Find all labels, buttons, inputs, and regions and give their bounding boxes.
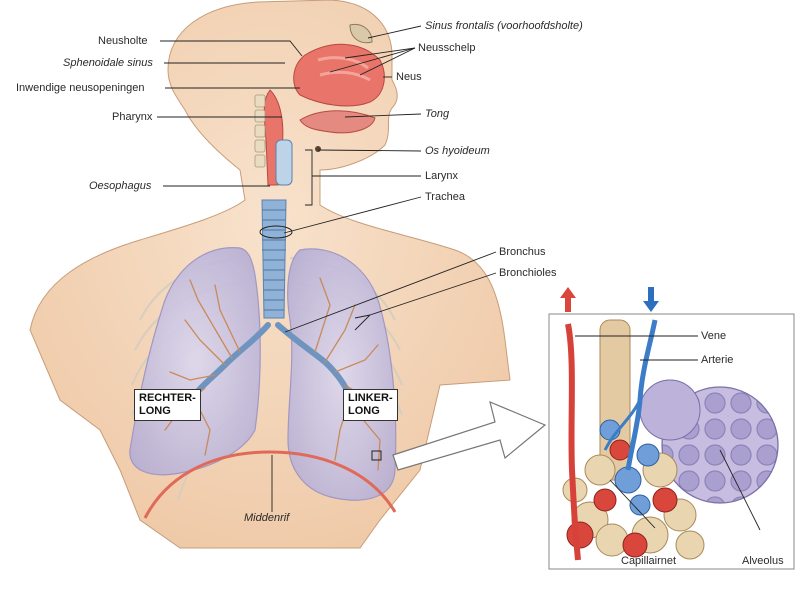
- label-os-hyoideum: Os hyoideum: [425, 145, 490, 157]
- label-neusholte: Neusholte: [98, 35, 148, 47]
- rechter-long-line1: RECHTER-: [139, 392, 196, 404]
- label-neusschelp: Neusschelp: [418, 42, 476, 54]
- label-alveolus: Alveolus: [742, 555, 784, 567]
- inset-marker: [371, 450, 382, 461]
- label-middenrif: Middenrif: [244, 512, 290, 524]
- label-box-linker-long: LINKER- LONG: [343, 389, 398, 421]
- callout-arrow: [392, 400, 547, 471]
- label-bronchus: Bronchus: [499, 246, 546, 258]
- trachea-tube: [259, 199, 293, 319]
- label-trachea: Trachea: [425, 191, 465, 203]
- leader-lines: [157, 25, 761, 531]
- label-tong: Tong: [425, 108, 450, 120]
- label-inwendige-neusopeningen: Inwendige neusopeningen: [16, 82, 145, 94]
- rechter-long-line2: LONG: [139, 405, 171, 417]
- left-lung: [287, 248, 397, 501]
- nasal-airways: [263, 23, 385, 186]
- alveoli-inset: [548, 287, 795, 570]
- label-larynx: Larynx: [425, 170, 459, 182]
- linker-long-line2: LONG: [348, 405, 380, 417]
- label-pharynx: Pharynx: [112, 111, 153, 123]
- label-sinus-frontalis: Sinus frontalis (voorhoofdsholte): [425, 20, 583, 32]
- label-bronchioles: Bronchioles: [499, 267, 557, 279]
- label-arterie: Arterie: [701, 354, 734, 366]
- label-neus: Neus: [396, 71, 422, 83]
- label-box-rechter-long: RECHTER- LONG: [134, 389, 201, 421]
- diaphragm-line: [143, 450, 397, 519]
- label-oesophagus: Oesophagus: [89, 180, 152, 192]
- label-vene: Vene: [701, 330, 727, 342]
- cervical-spine: [254, 94, 266, 168]
- label-sphenoidale-sinus: Sphenoidale sinus: [63, 57, 153, 69]
- label-capillairnet: Capillairnet: [621, 555, 677, 567]
- linker-long-line1: LINKER-: [348, 392, 393, 404]
